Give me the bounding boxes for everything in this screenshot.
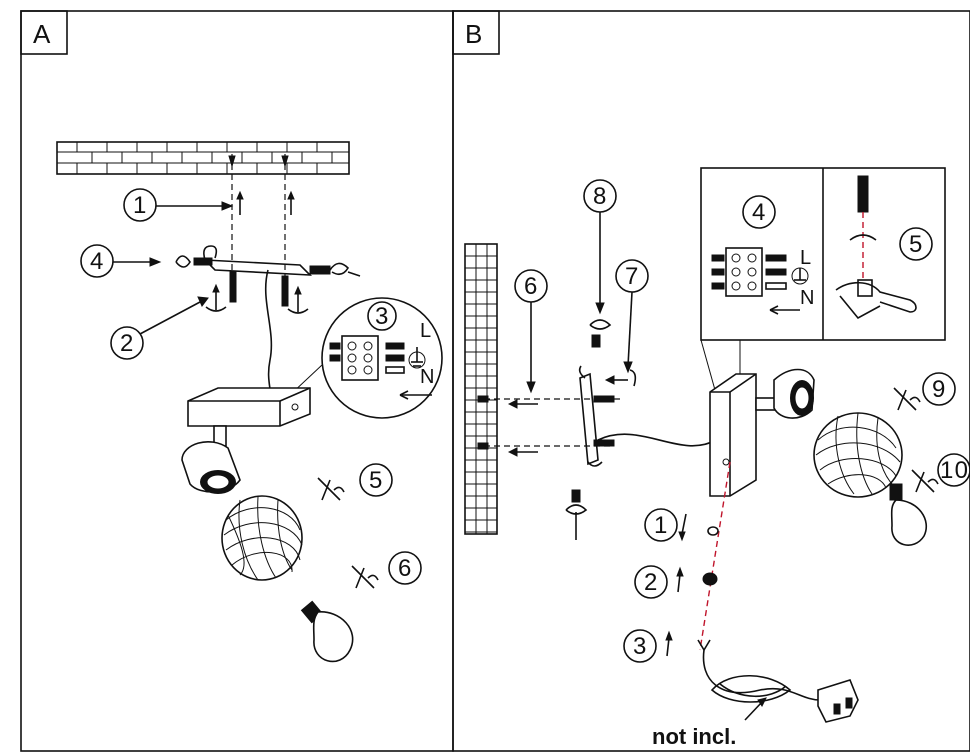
step-10-marker-b: 10	[911, 453, 970, 493]
live-terminal-label-a: L	[420, 320, 431, 342]
step-8-marker-b: 8	[583, 179, 617, 348]
step-4-marker-a: 4	[80, 244, 213, 278]
svg-text:1: 1	[133, 192, 146, 219]
svg-text:7: 7	[625, 263, 638, 290]
canopy-box-a	[187, 387, 311, 427]
wall-brick-strip	[464, 243, 498, 535]
svg-text:2: 2	[120, 330, 133, 357]
cage-shade-b	[813, 412, 903, 498]
light-bulb-b	[889, 483, 928, 546]
step-5-marker-a: 5	[317, 463, 393, 501]
svg-text:10: 10	[940, 457, 968, 484]
spotlight-head-a	[181, 425, 241, 494]
panel-a: A 1 4	[20, 10, 454, 752]
screw-b	[565, 489, 588, 540]
power-cord-plug	[702, 649, 859, 723]
svg-text:8: 8	[593, 183, 606, 210]
panel-b: B 6 8	[452, 10, 970, 752]
mounting-bracket-a	[202, 245, 361, 307]
svg-text:5: 5	[909, 231, 922, 258]
svg-text:5: 5	[369, 467, 382, 494]
wiring-detail-box-b: 4 L N 5	[700, 167, 946, 391]
neutral-terminal-label-a: N	[420, 366, 434, 388]
svg-text:1: 1	[654, 512, 667, 539]
svg-text:3: 3	[375, 303, 388, 330]
step-6-marker-a: 6	[351, 551, 422, 589]
spotlight-head-b	[755, 368, 815, 419]
terminal-block-detail-a: 3 L N	[289, 297, 443, 419]
wall-bracket-b	[578, 365, 615, 467]
cage-shade-a	[221, 495, 303, 581]
step-3-marker-b: 3	[623, 629, 711, 663]
svg-text:6: 6	[524, 273, 537, 300]
svg-text:3: 3	[633, 633, 646, 660]
svg-text:4: 4	[752, 199, 765, 226]
ceiling-brick-strip	[56, 141, 350, 175]
step-9-marker-b: 9	[893, 372, 956, 411]
svg-text:9: 9	[932, 376, 945, 403]
svg-text:4: 4	[90, 248, 103, 275]
svg-text:6: 6	[398, 555, 411, 582]
neutral-terminal-label-b: N	[800, 287, 814, 309]
step-2-marker-b: 2	[634, 565, 718, 599]
not-included-note: not incl.	[652, 724, 736, 749]
step-1-marker-a: 1	[123, 188, 295, 222]
step-6-marker-b: 6	[514, 269, 548, 394]
svg-text:2: 2	[644, 569, 657, 596]
canopy-box-b	[709, 373, 757, 497]
live-terminal-label-b: L	[800, 247, 811, 269]
step-7-marker-b: 7	[604, 259, 649, 387]
step-2-marker-a: 2	[110, 283, 309, 360]
panel-b-label: B	[465, 19, 482, 49]
light-bulb-a	[300, 600, 354, 663]
panel-a-label: A	[33, 19, 51, 49]
step-1-marker-b: 1	[644, 508, 719, 542]
